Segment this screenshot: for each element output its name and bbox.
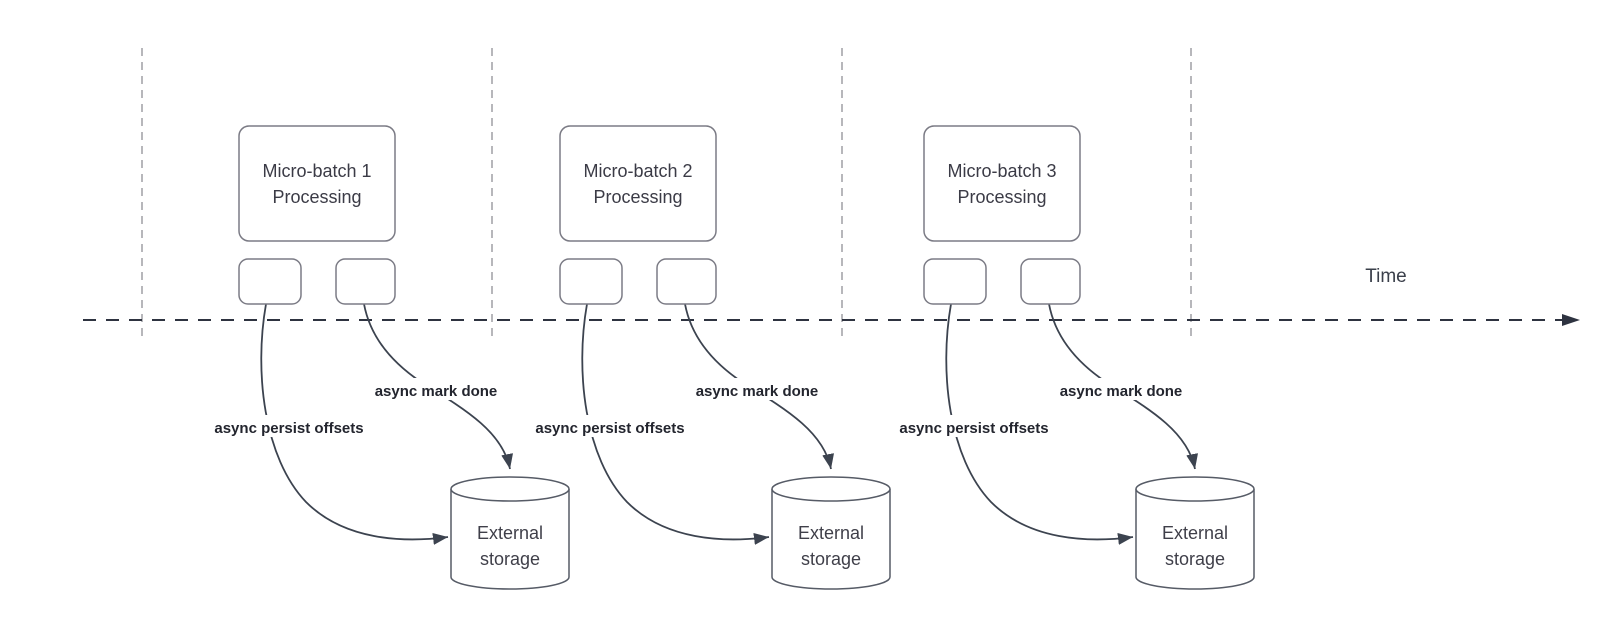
processing-box [238, 125, 396, 242]
async-mark-done-label: async mark done [1060, 383, 1183, 400]
external-storage-label-line1: External [1162, 523, 1228, 543]
external-storage-label-line2: storage [480, 549, 540, 569]
async-persist-offsets-label: async persist offsets [899, 420, 1048, 437]
external-storage-label-line2: storage [801, 549, 861, 569]
processing-box-label-line1: Micro-batch 2 [583, 161, 692, 181]
async-mark-done-label: async mark done [696, 383, 819, 400]
async-persist-offsets-arrow [581, 303, 770, 545]
mark-done-task-box [335, 258, 396, 305]
processing-box [559, 125, 717, 242]
external-storage-cylinder-body [450, 489, 570, 590]
micro-batch-group-3: Micro-batch 3 Processing async persist o… [888, 125, 1255, 590]
label-background [1050, 378, 1192, 400]
async-persist-offsets-arrow [945, 303, 1134, 545]
label-background [524, 415, 696, 437]
label-background [686, 378, 828, 400]
label-background [888, 415, 1060, 437]
persist-offsets-task-box [559, 258, 623, 305]
external-storage-label-line1: External [477, 523, 543, 543]
processing-box-label-line1: Micro-batch 1 [262, 161, 371, 181]
processing-box-label-line2: Processing [957, 187, 1046, 207]
external-storage-cylinder-top [771, 476, 891, 502]
external-storage-cylinder-top [450, 476, 570, 502]
external-storage-label-line1: External [798, 523, 864, 543]
external-storage-cylinder-top [1135, 476, 1255, 502]
external-storage-cylinder-body [1135, 489, 1255, 590]
label-background [203, 415, 375, 437]
processing-box [923, 125, 1081, 242]
persist-offsets-task-box [923, 258, 987, 305]
micro-batch-group-2: Micro-batch 2 Processing async persist o… [524, 125, 891, 590]
async-mark-done-label: async mark done [375, 383, 498, 400]
processing-box-label-line1: Micro-batch 3 [947, 161, 1056, 181]
async-persist-offsets-label: async persist offsets [214, 420, 363, 437]
time-axis-label: Time [1365, 266, 1407, 287]
external-storage-cylinder-body [771, 489, 891, 590]
mark-done-task-box [1020, 258, 1081, 305]
external-storage-label-line2: storage [1165, 549, 1225, 569]
mark-done-task-box [656, 258, 717, 305]
async-persist-offsets-arrow [260, 303, 449, 545]
persist-offsets-task-box [238, 258, 302, 305]
processing-box-label-line2: Processing [272, 187, 361, 207]
async-persist-offsets-label: async persist offsets [535, 420, 684, 437]
micro-batch-group-1: Micro-batch 1 Processing async persist o… [203, 125, 570, 590]
processing-box-label-line2: Processing [593, 187, 682, 207]
label-background [365, 378, 507, 400]
